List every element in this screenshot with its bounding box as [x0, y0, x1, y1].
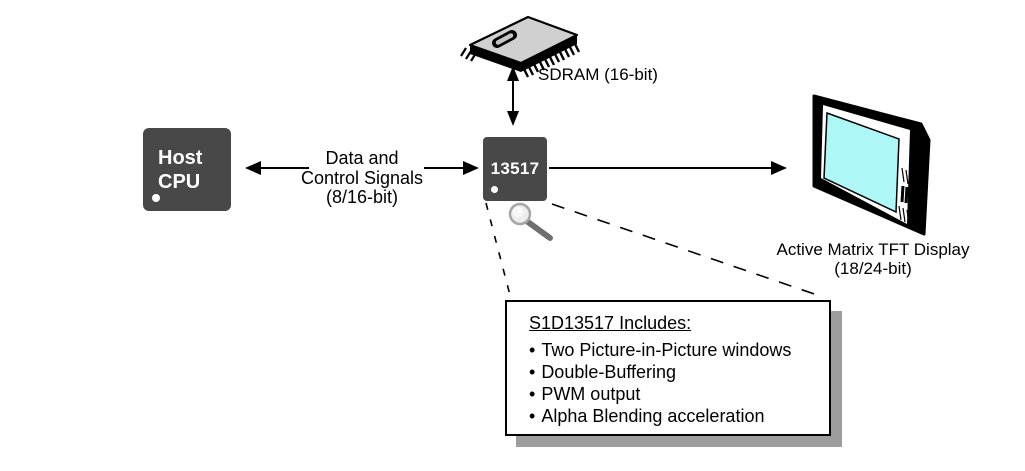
- callout-item: •Two Picture-in-Picture windows: [529, 340, 792, 360]
- display-label-line2: (18/24-bit): [834, 259, 912, 278]
- callout-item: •Double-Buffering: [529, 362, 677, 382]
- display-label: Active Matrix TFT Display (18/24-bit): [765, 240, 981, 278]
- pin1-dot: [491, 186, 498, 193]
- callout-item: •PWM output: [529, 384, 641, 404]
- host-bus-label-line2: Control Signals: [300, 167, 424, 188]
- bullet-glyph: •: [529, 384, 536, 404]
- callout-item: •Alpha Blending acceleration: [529, 406, 765, 426]
- tft-display-icon: [812, 94, 931, 236]
- sdram-arrow: [507, 66, 519, 126]
- callout-box: S1D13517 Includes: •Two Picture-in-Pictu…: [505, 300, 831, 436]
- callout-feature-list: •Two Picture-in-Picture windows •Double-…: [529, 339, 821, 427]
- bullet-glyph: •: [529, 362, 536, 382]
- host-cpu-label: Host CPU: [158, 146, 203, 193]
- display-label-line1: Active Matrix TFT Display: [776, 240, 970, 259]
- s1d13517-label: 13517: [490, 159, 540, 178]
- host-bus-label: Data and Control Signals (8/16-bit): [287, 148, 437, 208]
- bullet-glyph: •: [529, 340, 536, 360]
- host-bus-label-line3: (8/16-bit): [325, 187, 399, 207]
- magnifier-icon: [508, 202, 553, 241]
- host-cpu-block: Host CPU: [143, 128, 231, 211]
- s1d13517-block: 13517: [483, 137, 547, 201]
- callout-dash-left: [485, 202, 512, 300]
- bullet-glyph: •: [529, 406, 536, 426]
- host-bus-arrow: [245, 161, 479, 175]
- display-arrow: [549, 161, 787, 175]
- host-bus-label-line1: Data and: [325, 148, 399, 168]
- sdram-chip-icon: [460, 15, 581, 78]
- sdram-label: SDRAM (16-bit): [538, 65, 658, 84]
- pin1-dot: [152, 194, 160, 202]
- callout-title: S1D13517 Includes:: [529, 313, 692, 333]
- display-button-marks: [898, 167, 913, 225]
